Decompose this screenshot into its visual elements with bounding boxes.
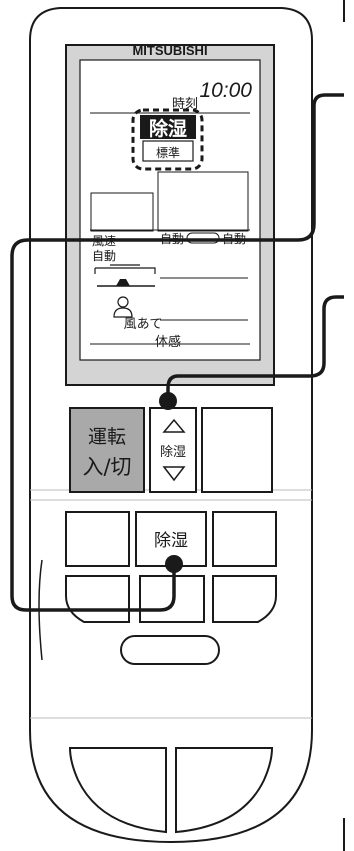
- clock-display: 10:00: [199, 79, 252, 102]
- sensation-label: 体感: [155, 334, 181, 350]
- callout-line-lower: [159, 295, 344, 410]
- fan-speed-value: 自動: [92, 249, 116, 263]
- blank-button-right[interactable]: [212, 511, 277, 567]
- blank-button-left[interactable]: [65, 511, 130, 567]
- display-panel: [65, 44, 275, 386]
- power-button-label-top: 運転: [88, 426, 126, 448]
- callout-line-upper: [10, 93, 344, 612]
- power-button-label-bottom: 入/切: [82, 455, 131, 479]
- oval-button[interactable]: [120, 635, 220, 665]
- blank-button-lower-center[interactable]: [139, 575, 205, 623]
- mode-sub-display: 標準: [156, 145, 180, 160]
- bottom-left-button[interactable]: [68, 747, 167, 834]
- fan-speed-label: 風速: [92, 234, 116, 248]
- person-icon: [113, 296, 133, 318]
- blank-button-lower-left[interactable]: [65, 575, 130, 623]
- vane-left-label: 自動: [160, 232, 184, 246]
- dehumid-adjust-label: 除湿: [160, 445, 186, 460]
- bottom-right-button[interactable]: [175, 747, 274, 834]
- blank-button-lower-right[interactable]: [212, 575, 277, 623]
- brand-logo: MITSUBISHI: [132, 43, 207, 58]
- power-button[interactable]: [69, 407, 145, 493]
- vane-right-label: 自動: [222, 232, 246, 246]
- mode-display: 除湿: [149, 117, 187, 140]
- triangle-down-icon: [162, 466, 186, 482]
- dehumid-button-label: 除湿: [154, 531, 188, 551]
- air-direction-label: 風あて: [124, 317, 163, 332]
- time-label: 時刻: [172, 97, 198, 112]
- triangle-up-icon: [162, 418, 186, 433]
- blank-button-top-right[interactable]: [201, 407, 273, 493]
